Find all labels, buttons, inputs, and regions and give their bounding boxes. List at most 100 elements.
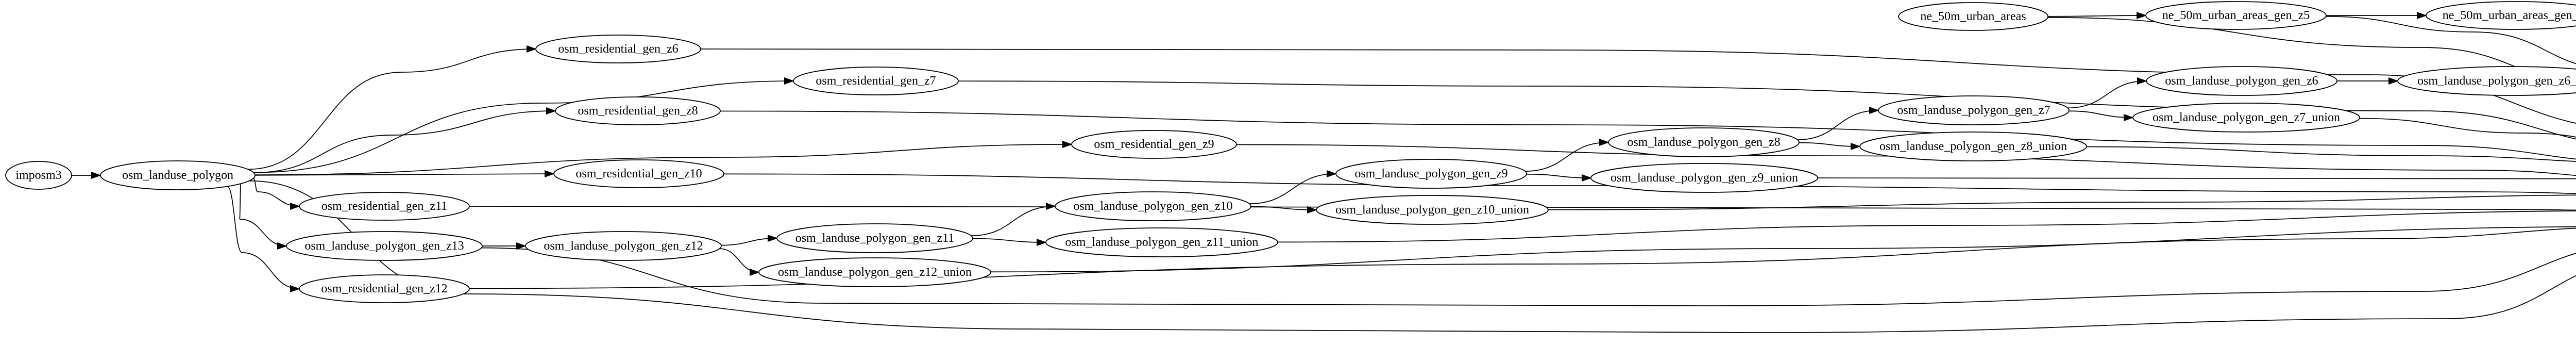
osm-landuse-polygon-gen-z6-label: osm_landuse_polygon_gen_z6 bbox=[2165, 74, 2318, 88]
osm-landuse-polygon-shape bbox=[100, 160, 256, 190]
node-osm-residential-gen-z12: osm_residential_gen_z12 bbox=[299, 274, 470, 303]
osm-landuse-polygon-gen-z12-union-label: osm_landuse_polygon_gen_z12_union bbox=[778, 266, 972, 279]
osm-landuse-polygon-gen-z11-union-shape bbox=[1045, 227, 1278, 257]
osm-landuse-polygon-label: osm_landuse_polygon bbox=[122, 169, 233, 182]
edge-osm-landuse-polygon-to-osm-residential-gen-z11 bbox=[253, 177, 300, 210]
node-imposm3: imposm3 bbox=[5, 161, 72, 190]
imposm3-shape bbox=[5, 161, 72, 190]
osm-residential-gen-z9-label: osm_residential_gen_z9 bbox=[1094, 138, 1214, 151]
edge-ne-50m-urban-areas-to-ne-50m-urban-areas-gen-z5 bbox=[2047, 12, 2147, 20]
osm-landuse-polygon-gen-z11-union-label: osm_landuse_polygon_gen_z11_union bbox=[1065, 236, 1258, 249]
osm-landuse-polygon-gen-z7-shape bbox=[1878, 95, 2070, 125]
ne-50m-urban-areas-gen-z5-label: ne_50m_urban_areas_gen_z5 bbox=[2162, 9, 2310, 22]
osm-landuse-polygon-gen-z9-union-shape bbox=[1590, 163, 1818, 193]
node-osm-residential-gen-z6: osm_residential_gen_z6 bbox=[535, 35, 701, 63]
node-osm-residential-gen-z11: osm_residential_gen_z11 bbox=[299, 192, 470, 221]
edge-osm-landuse-polygon-gen-z12-to-osm-landuse-polygon-gen-z12-union bbox=[719, 248, 760, 276]
osm-landuse-polygon-gen-z10-union-label: osm_landuse_polygon_gen_z10_union bbox=[1335, 203, 1529, 217]
node-osm-landuse-polygon-gen-z12-union: osm_landuse_polygon_gen_z12_union bbox=[758, 257, 991, 287]
osm-landuse-polygon-gen-z9-union-label: osm_landuse_polygon_gen_z9_union bbox=[1611, 171, 1798, 185]
osm-residential-gen-z8-shape bbox=[555, 96, 721, 125]
osm-residential-gen-z6-shape bbox=[535, 35, 701, 63]
imposm3-label: imposm3 bbox=[15, 169, 61, 182]
osm-residential-gen-z7-shape bbox=[793, 67, 959, 95]
node-osm-residential-gen-z10: osm_residential_gen_z10 bbox=[553, 159, 724, 188]
edge-osm-landuse-polygon-gen-z10-to-osm-landuse-polygon-gen-z9 bbox=[1249, 170, 1337, 204]
osm-landuse-polygon-gen-z6-union-label: osm_landuse_polygon_gen_z6_union bbox=[2417, 74, 2576, 88]
edge-osm-residential-gen-z7-to-row-z7 bbox=[958, 80, 2576, 140]
node-ne-50m-urban-areas: ne_50m_urban_areas bbox=[1898, 2, 2048, 31]
node-osm-residential-gen-z7: osm_residential_gen_z7 bbox=[793, 67, 959, 95]
edge-osm-landuse-polygon-to-osm-residential-gen-z10 bbox=[255, 170, 555, 178]
node-osm-landuse-polygon-gen-z9: osm_landuse_polygon_gen_z9 bbox=[1335, 159, 1527, 189]
node-osm-landuse-polygon-gen-z11-union: osm_landuse_polygon_gen_z11_union bbox=[1045, 227, 1278, 257]
edge-osm-landuse-polygon-gen-z11-to-osm-landuse-polygon-gen-z10 bbox=[971, 203, 1056, 236]
ne-50m-urban-areas-gen-z4-shape bbox=[2426, 1, 2576, 30]
osm-landuse-polygon-gen-z9-label: osm_landuse_polygon_gen_z9 bbox=[1354, 167, 1507, 180]
node-osm-landuse-polygon-gen-z6: osm_landuse_polygon_gen_z6 bbox=[2146, 66, 2337, 96]
edge-osm-landuse-polygon-gen-z7-union-to-row-z7 bbox=[2359, 118, 2576, 138]
node-ne-50m-urban-areas-gen-z5: ne_50m_urban_areas_gen_z5 bbox=[2145, 1, 2327, 30]
edge-osm-landuse-polygon-gen-z7-to-osm-landuse-polygon-gen-z7-union bbox=[2069, 110, 2134, 121]
osm-residential-gen-z11-label: osm_residential_gen_z11 bbox=[321, 200, 447, 213]
edge-osm-landuse-polygon-to-osm-residential-gen-z6 bbox=[248, 45, 537, 170]
edge-osm-residential-gen-z11-to-row-z11 bbox=[469, 206, 2576, 211]
ne-50m-urban-areas-gen-z5-shape bbox=[2145, 1, 2327, 30]
node-osm-landuse-polygon-gen-z13: osm_landuse_polygon_gen_z13 bbox=[286, 231, 483, 261]
osm-landuse-polygon-gen-z8-shape bbox=[1608, 127, 1800, 157]
osm-landuse-polygon-gen-z10-label: osm_landuse_polygon_gen_z10 bbox=[1073, 200, 1232, 213]
osm-landuse-polygon-gen-z6-union-shape bbox=[2397, 66, 2576, 96]
osm-landuse-polygon-gen-z10-shape bbox=[1055, 191, 1251, 221]
nodes-layer: imposm3 osm_landuse_polygon osm_residentia… bbox=[5, 1, 2576, 303]
node-osm-landuse-polygon: osm_landuse_polygon bbox=[100, 160, 256, 190]
node-osm-landuse-polygon-gen-z6-union: osm_landuse_polygon_gen_z6_union bbox=[2397, 66, 2576, 96]
osm-landuse-polygon-gen-z8-label: osm_landuse_polygon_gen_z8 bbox=[1627, 136, 1780, 149]
edge-osm-landuse-polygon-gen-z13-to-row-z13 bbox=[481, 247, 2576, 306]
edge-osm-landuse-polygon-to-osm-residential-gen-z12 bbox=[227, 186, 300, 292]
osm-landuse-polygon-gen-z13-shape bbox=[286, 231, 483, 261]
osm-landuse-polygon-gen-z6-shape bbox=[2146, 66, 2337, 96]
osm-landuse-polygon-gen-z12-shape bbox=[525, 231, 722, 261]
edge-osm-landuse-polygon-gen-z9-to-osm-landuse-polygon-gen-z8 bbox=[1525, 139, 1609, 172]
edge-osm-landuse-polygon-gen-z8-to-osm-landuse-polygon-gen-z7 bbox=[1797, 107, 1879, 140]
node-osm-residential-gen-z8: osm_residential_gen_z8 bbox=[555, 96, 721, 125]
edge-osm-landuse-polygon-gen-z12-to-osm-landuse-polygon-gen-z11 bbox=[721, 235, 778, 246]
node-osm-residential-gen-z9: osm_residential_gen_z9 bbox=[1071, 130, 1237, 159]
edge-osm-landuse-polygon-to-osm-residential-gen-z8 bbox=[253, 107, 556, 173]
osm-residential-gen-z9-shape bbox=[1071, 130, 1237, 159]
osm-residential-gen-z10-shape bbox=[553, 159, 724, 188]
edge-osm-landuse-polygon-gen-z11-union-to-row-z11 bbox=[1277, 210, 2576, 243]
node-ne-50m-urban-areas-gen-z4: ne_50m_urban_areas_gen_z4 bbox=[2426, 1, 2576, 30]
edges-layer bbox=[72, 12, 2576, 333]
node-osm-landuse-polygon-gen-z7-union: osm_landuse_polygon_gen_z7_union bbox=[2132, 103, 2360, 133]
osm-residential-gen-z12-shape bbox=[299, 274, 470, 303]
osm-landuse-polygon-gen-z10-union-shape bbox=[1316, 195, 1549, 225]
osm-residential-gen-z11-shape bbox=[299, 192, 470, 221]
osm-landuse-polygon-gen-z8-union-label: osm_landuse_polygon_gen_z8_union bbox=[1879, 140, 2067, 153]
node-osm-landuse-polygon-gen-z12: osm_landuse_polygon_gen_z12 bbox=[525, 231, 722, 261]
edge-osm-landuse-polygon-gen-z11-to-osm-landuse-polygon-gen-z11-union bbox=[972, 238, 1047, 246]
edge-osm-landuse-polygon-gen-z8-union-to-row-z8 bbox=[2086, 146, 2576, 162]
node-osm-landuse-polygon-gen-z8: osm_landuse_polygon_gen_z8 bbox=[1608, 127, 1800, 157]
osm-residential-gen-z6-label: osm_residential_gen_z6 bbox=[558, 42, 678, 56]
node-osm-landuse-polygon-gen-z11: osm_landuse_polygon_gen_z11 bbox=[776, 223, 973, 253]
osm-residential-gen-z12-label: osm_residential_gen_z12 bbox=[321, 282, 447, 295]
edge-osm-landuse-polygon-to-osm-residential-gen-z9 bbox=[255, 141, 1073, 175]
osm-residential-gen-z10-label: osm_residential_gen_z10 bbox=[575, 167, 702, 180]
edge-osm-landuse-polygon-gen-z7-to-osm-landuse-polygon-gen-z6 bbox=[2067, 77, 2147, 109]
osm-landuse-polygon-gen-z11-shape bbox=[776, 223, 973, 253]
edge-osm-landuse-polygon-to-osm-residential-gen-z7 bbox=[253, 77, 794, 173]
edge-osm-landuse-polygon-to-osm-landuse-polygon-gen-z13 bbox=[239, 183, 287, 250]
osm-residential-gen-z8-label: osm_residential_gen_z8 bbox=[578, 104, 698, 118]
edge-osm-residential-gen-z9-to-row-z9 bbox=[1236, 144, 2576, 176]
osm-landuse-polygon-gen-z8-union-shape bbox=[1859, 131, 2087, 161]
edge-osm-residential-gen-z10-to-row-z10 bbox=[723, 173, 2576, 194]
osm-landuse-polygon-gen-z9-shape bbox=[1335, 159, 1527, 189]
edge-osm-residential-gen-z8-to-row-z8 bbox=[720, 110, 2576, 160]
ne-50m-urban-areas-label: ne_50m_urban_areas bbox=[1920, 10, 2026, 23]
ne-50m-urban-areas-shape bbox=[1898, 2, 2048, 31]
node-osm-landuse-polygon-gen-z7: osm_landuse_polygon_gen_z7 bbox=[1878, 95, 2070, 125]
osm-landuse-polygon-gen-z7-union-shape bbox=[2132, 103, 2360, 133]
